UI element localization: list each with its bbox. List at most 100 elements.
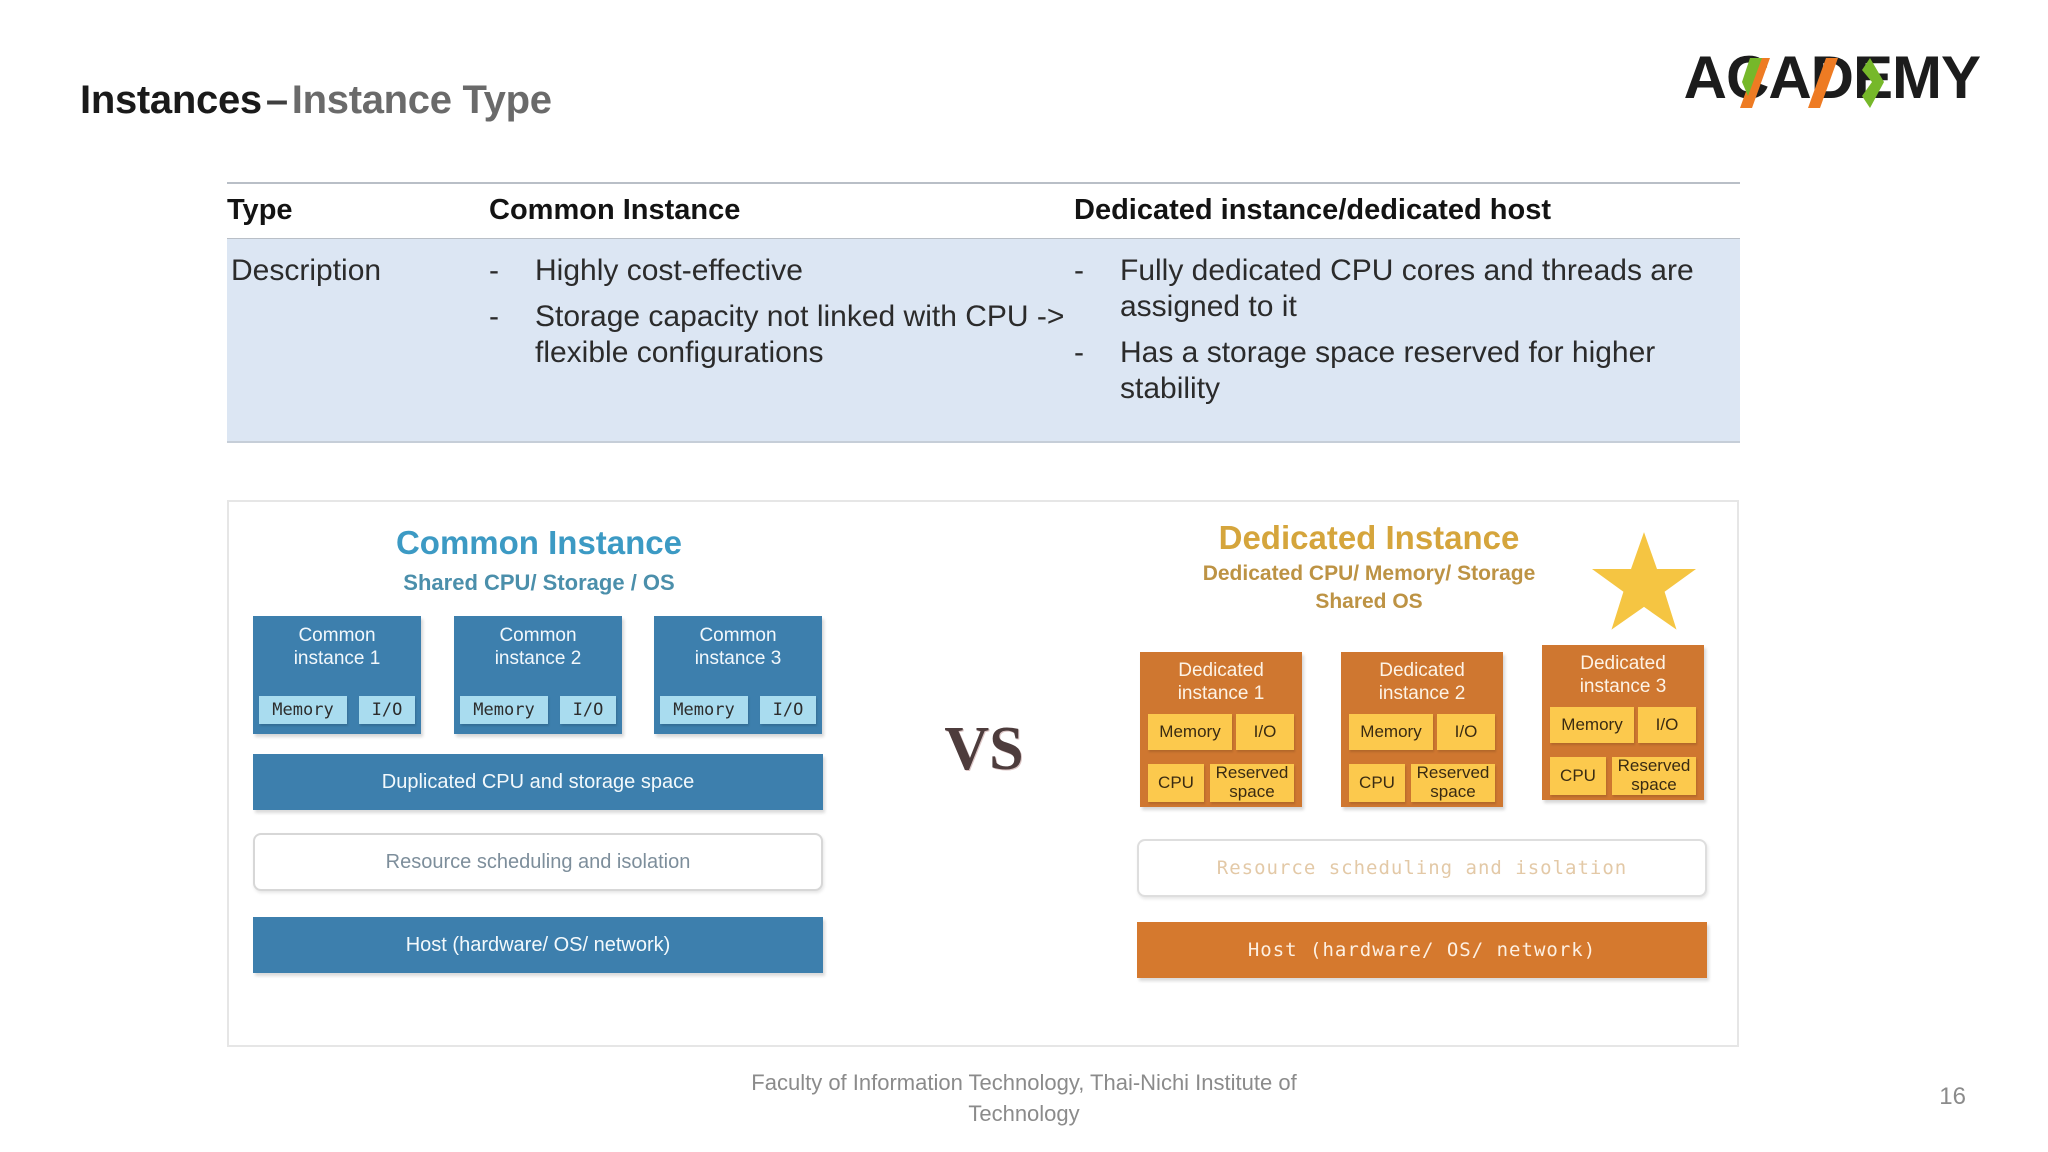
- list-item: - Fully dedicated CPU cores and threads …: [1074, 253, 1740, 325]
- card-resource-row-top: Memory I/O: [1349, 714, 1495, 750]
- bullet-text: Storage capacity not linked with CPU -> …: [535, 300, 1065, 369]
- card-title-line1: Common: [298, 625, 376, 646]
- table-header-dedicated: Dedicated instance/dedicated host: [1074, 194, 1552, 226]
- vs-label: VS: [944, 715, 1024, 783]
- cpu-block: CPU: [1550, 757, 1606, 795]
- common-instance-card-1: Common instance 1 Memory I/O: [253, 616, 421, 734]
- card-title-line1: Common: [499, 625, 577, 646]
- card-resource-row: Memory I/O: [660, 696, 816, 724]
- card-title-line2: instance 3: [1579, 676, 1667, 698]
- reserved-line2: space: [1229, 782, 1275, 801]
- academy-logo-text: ACADEMY: [1683, 44, 1981, 111]
- common-duplicated-cpu-bar: Duplicated CPU and storage space: [253, 754, 823, 810]
- dedicated-bullet-list: - Fully dedicated CPU cores and threads …: [1074, 253, 1740, 407]
- card-title-line2: instance 2: [1378, 683, 1466, 705]
- dedicated-host-bar: Host (hardware/ OS/ network): [1137, 922, 1707, 978]
- page-title-sub: Instance Type: [291, 78, 552, 122]
- card-title-line1: Dedicated: [1379, 660, 1465, 681]
- cpu-block: CPU: [1148, 764, 1204, 802]
- card-title: Common instance 2: [454, 624, 622, 670]
- memory-block: Memory: [259, 696, 347, 724]
- academy-logo: ACADEMY: [1684, 48, 1981, 108]
- card-title: Dedicated instance 2: [1341, 659, 1503, 705]
- reserved-line1: Reserved: [1215, 763, 1289, 783]
- card-resource-row-bottom: CPU Reserved space: [1550, 756, 1696, 795]
- reserved-line1: Reserved: [1416, 763, 1490, 783]
- io-block: I/O: [1236, 714, 1294, 750]
- bullet-dash: -: [1074, 254, 1084, 287]
- bullet-dash: -: [489, 300, 499, 333]
- reserved-line2: space: [1430, 782, 1476, 801]
- card-title: Dedicated instance 3: [1542, 652, 1704, 698]
- academy-logo-accent-icon: [1739, 58, 1884, 108]
- cpu-block: CPU: [1349, 764, 1405, 802]
- page-title-main: Instances: [80, 78, 262, 122]
- card-resource-row-bottom: CPU Reserved space: [1148, 763, 1294, 802]
- reserved-line1: Reserved: [1617, 756, 1691, 776]
- page-title: Instances–Instance Type: [80, 78, 552, 123]
- io-block: I/O: [1638, 707, 1696, 743]
- list-item: - Storage capacity not linked with CPU -…: [489, 299, 1074, 371]
- table-cell-common: - Highly cost-effective - Storage capaci…: [489, 239, 1074, 443]
- card-title-line1: Common: [699, 625, 777, 646]
- bullet-text: Highly cost-effective: [535, 254, 803, 287]
- io-block: I/O: [760, 696, 816, 724]
- reserved-space-block: Reserved space: [1612, 756, 1696, 795]
- page-title-dash: –: [265, 78, 288, 122]
- table-header-common: Common Instance: [489, 194, 741, 226]
- dedicated-instance-heading: Dedicated Instance: [1218, 519, 1520, 556]
- common-instance-card-3: Common instance 3 Memory I/O: [654, 616, 822, 734]
- star-icon: [1592, 532, 1696, 630]
- dedicated-subtitle-line2: Shared OS: [1315, 589, 1423, 613]
- memory-block: Memory: [660, 696, 748, 724]
- card-title: Common instance 1: [253, 624, 421, 670]
- card-title-line2: instance 3: [694, 648, 782, 670]
- memory-block: Memory: [460, 696, 548, 724]
- reserved-space-block: Reserved space: [1411, 763, 1495, 802]
- comparison-table: Type Common Instance Dedicated instance/…: [227, 182, 1740, 443]
- table-cell-row-label: Description: [227, 239, 489, 443]
- card-title-line2: instance 1: [293, 648, 381, 670]
- common-instance-heading: Common Instance: [395, 524, 683, 561]
- memory-block: Memory: [1550, 707, 1634, 743]
- card-title-line1: Dedicated: [1580, 653, 1666, 674]
- card-resource-row-top: Memory I/O: [1148, 714, 1294, 750]
- bullet-dash: -: [1074, 336, 1084, 369]
- card-title-line1: Dedicated: [1178, 660, 1264, 681]
- common-host-bar: Host (hardware/ OS/ network): [253, 917, 823, 973]
- row-label-description: Description: [231, 254, 382, 287]
- page-number: 16: [1939, 1083, 1966, 1110]
- dedicated-instance-card-2: Dedicated instance 2 Memory I/O CPU Rese…: [1341, 652, 1503, 807]
- footer-institution: Faculty of Information Technology, Thai-…: [751, 1070, 1297, 1126]
- bullet-text: Has a storage space reserved for higher …: [1120, 336, 1656, 405]
- card-resource-row: Memory I/O: [460, 696, 616, 724]
- list-item: - Has a storage space reserved for highe…: [1074, 335, 1740, 407]
- table-header-type: Type: [227, 194, 293, 226]
- card-title: Common instance 3: [654, 624, 822, 670]
- io-block: I/O: [560, 696, 616, 724]
- reserved-space-block: Reserved space: [1210, 763, 1294, 802]
- io-block: I/O: [359, 696, 415, 724]
- dedicated-instance-card-3: Dedicated instance 3 Memory I/O CPU Rese…: [1542, 645, 1704, 800]
- card-resource-row-top: Memory I/O: [1550, 707, 1696, 743]
- card-title-line2: instance 2: [494, 648, 582, 670]
- common-resource-scheduling-bar: Resource scheduling and isolation: [253, 833, 823, 891]
- bullet-text: Fully dedicated CPU cores and threads ar…: [1120, 254, 1694, 323]
- io-block: I/O: [1437, 714, 1495, 750]
- dedicated-subtitle-line1: Dedicated CPU/ Memory/ Storage: [1202, 562, 1536, 585]
- memory-block: Memory: [1148, 714, 1232, 750]
- dedicated-instance-subtitle: Dedicated CPU/ Memory/ Storage Shared OS: [1069, 560, 1669, 615]
- table-cell-dedicated: - Fully dedicated CPU cores and threads …: [1074, 239, 1740, 443]
- card-title-line2: instance 1: [1177, 683, 1265, 705]
- bullet-dash: -: [489, 254, 499, 287]
- comparison-diagram: Common Instance Shared CPU/ Storage / OS…: [227, 500, 1739, 1047]
- reserved-line2: space: [1631, 775, 1677, 794]
- card-resource-row: Memory I/O: [259, 696, 415, 724]
- list-item: - Highly cost-effective: [489, 253, 1074, 289]
- common-instance-subtitle: Shared CPU/ Storage / OS: [403, 570, 675, 595]
- card-title: Dedicated instance 1: [1140, 659, 1302, 705]
- table-header-row: Type Common Instance Dedicated instance/…: [227, 183, 1740, 239]
- common-instance-card-2: Common instance 2 Memory I/O: [454, 616, 622, 734]
- memory-block: Memory: [1349, 714, 1433, 750]
- table-row: Description - Highly cost-effective - St…: [227, 238, 1740, 443]
